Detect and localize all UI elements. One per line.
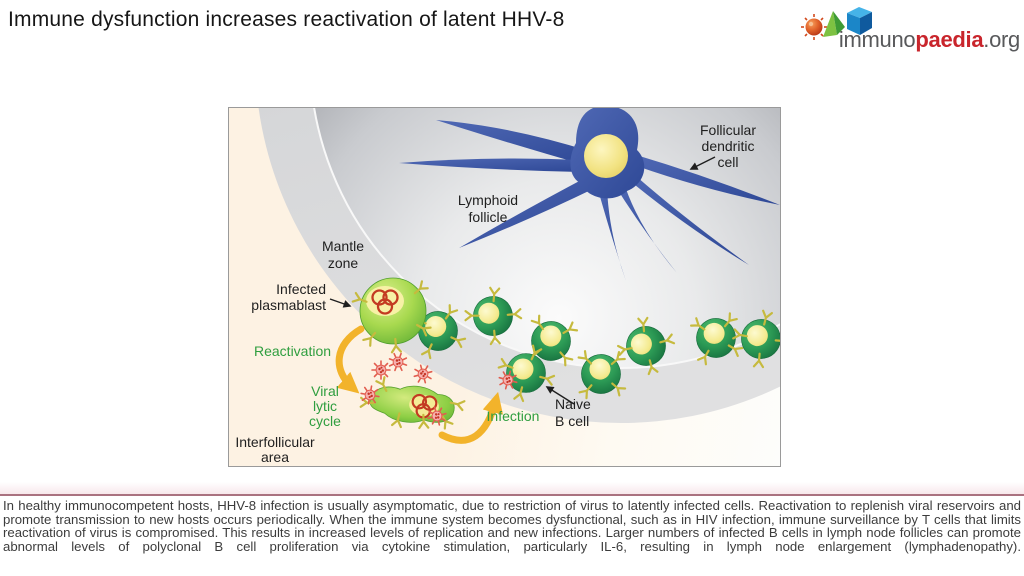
label-viral-lytic-cycle: cycle bbox=[309, 413, 341, 429]
plasmablast-icon bbox=[351, 277, 432, 354]
pyramid-icon bbox=[823, 11, 845, 37]
label-naive-b-cell: Naive bbox=[555, 396, 591, 412]
infection-arrow bbox=[438, 391, 504, 444]
label-infected-plasmablast: Infected bbox=[276, 281, 326, 297]
label-follicular-dendritic-cell: dendritic bbox=[702, 138, 755, 154]
logo-immuno: immuno bbox=[838, 27, 916, 52]
reactivation-arrow bbox=[335, 325, 365, 394]
follicular-dendritic-cell-icon bbox=[399, 108, 780, 281]
label-viral-lytic-cycle: Viral bbox=[311, 383, 339, 399]
label-follicular-dendritic-cell: cell bbox=[717, 154, 738, 170]
fdc-pointer-arrow bbox=[689, 156, 716, 170]
sun-sphere-icon bbox=[801, 14, 827, 40]
naive-b-cell-pointer-arrow bbox=[545, 386, 575, 405]
label-viral-lytic-cycle: lytic bbox=[313, 398, 337, 414]
virion-icon bbox=[371, 360, 391, 380]
separator-line bbox=[0, 494, 1024, 496]
plasmablast-pointer-arrow bbox=[329, 298, 352, 308]
label-naive-b-cell: B cell bbox=[555, 413, 589, 429]
label-follicular-dendritic-cell: Follicular bbox=[700, 122, 756, 138]
label-interfollicular-area: area bbox=[261, 449, 289, 465]
lytic-cell-icon bbox=[359, 376, 466, 430]
hhv8-diagram: Follicular dendritic cell Lymphoid folli… bbox=[235, 108, 780, 465]
label-mantle-zone: Mantle bbox=[322, 238, 364, 254]
logo-icons bbox=[801, 7, 872, 40]
logo-paedia: paedia bbox=[915, 27, 984, 52]
caption-paragraph: In healthy immunocompetent hosts, HHV-8 … bbox=[3, 498, 1021, 554]
label-lymphoid-follicle: follicle bbox=[469, 209, 508, 225]
diagram-panel: Follicular dendritic cell Lymphoid folli… bbox=[228, 107, 781, 467]
label-infection: Infection bbox=[487, 408, 540, 424]
separator-band bbox=[0, 482, 1024, 494]
cube-icon bbox=[847, 7, 872, 35]
label-infected-plasmablast: plasmablast bbox=[251, 297, 326, 313]
label-interfollicular-area: Interfollicular bbox=[235, 434, 315, 450]
logo-org: .org bbox=[983, 27, 1020, 52]
page-title: Immune dysfunction increases reactivatio… bbox=[8, 8, 565, 31]
label-reactivation: Reactivation bbox=[254, 343, 331, 359]
logo-wordmark: immunopaedia.org bbox=[839, 27, 1020, 53]
label-mantle-zone: zone bbox=[328, 255, 359, 271]
label-lymphoid-follicle: Lymphoid bbox=[458, 192, 518, 208]
